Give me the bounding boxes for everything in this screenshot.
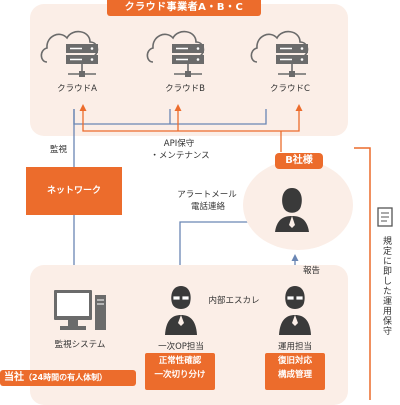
ops-tag-line1: 復旧対応 — [277, 356, 312, 366]
internal-escalation-label: 内部エスカレ — [208, 296, 260, 306]
ops-tag-line2: 構成管理 — [277, 370, 312, 380]
api-maintenance-label-2: ・メンテナンス — [150, 151, 210, 161]
cloud-providers-title: クラウド事業者A・B・C — [107, 0, 261, 16]
monitoring-label: 監視 — [50, 145, 68, 155]
alert-mail-label: アラートメール — [177, 190, 237, 200]
ops-label: 運用担当 — [277, 342, 313, 352]
regulated-ops-label: 規定に即した運用保守 — [381, 236, 391, 336]
network-box: ネットワーク — [26, 167, 122, 215]
cloud-b-label: クラウドB — [165, 84, 205, 94]
our-company-title: 当社（24時間の有人体制） — [0, 370, 136, 386]
api-maintenance-label-1: API保守 — [163, 139, 195, 149]
first-op-tag-line2: 一次切り分け — [154, 370, 206, 380]
our-company-subtitle: （24時間の有人体制） — [24, 373, 108, 382]
cloud-c-label: クラウドC — [270, 84, 310, 94]
monitoring-system-label: 監視システム — [54, 340, 106, 350]
cloud-a-label: クラウドA — [57, 84, 97, 94]
first-op-tag: 正常性確認 一次切り分け — [145, 353, 215, 390]
report-label: 報告 — [303, 266, 321, 276]
our-company-name: 当社 — [4, 372, 24, 383]
first-op-label: 一次OP担当 — [158, 342, 204, 352]
first-op-tag-line1: 正常性確認 — [158, 356, 202, 366]
phone-contact-label: 電話連絡 — [190, 202, 226, 212]
customer-label: B社様 — [275, 153, 323, 169]
ops-tag: 復旧対応 構成管理 — [265, 353, 325, 390]
